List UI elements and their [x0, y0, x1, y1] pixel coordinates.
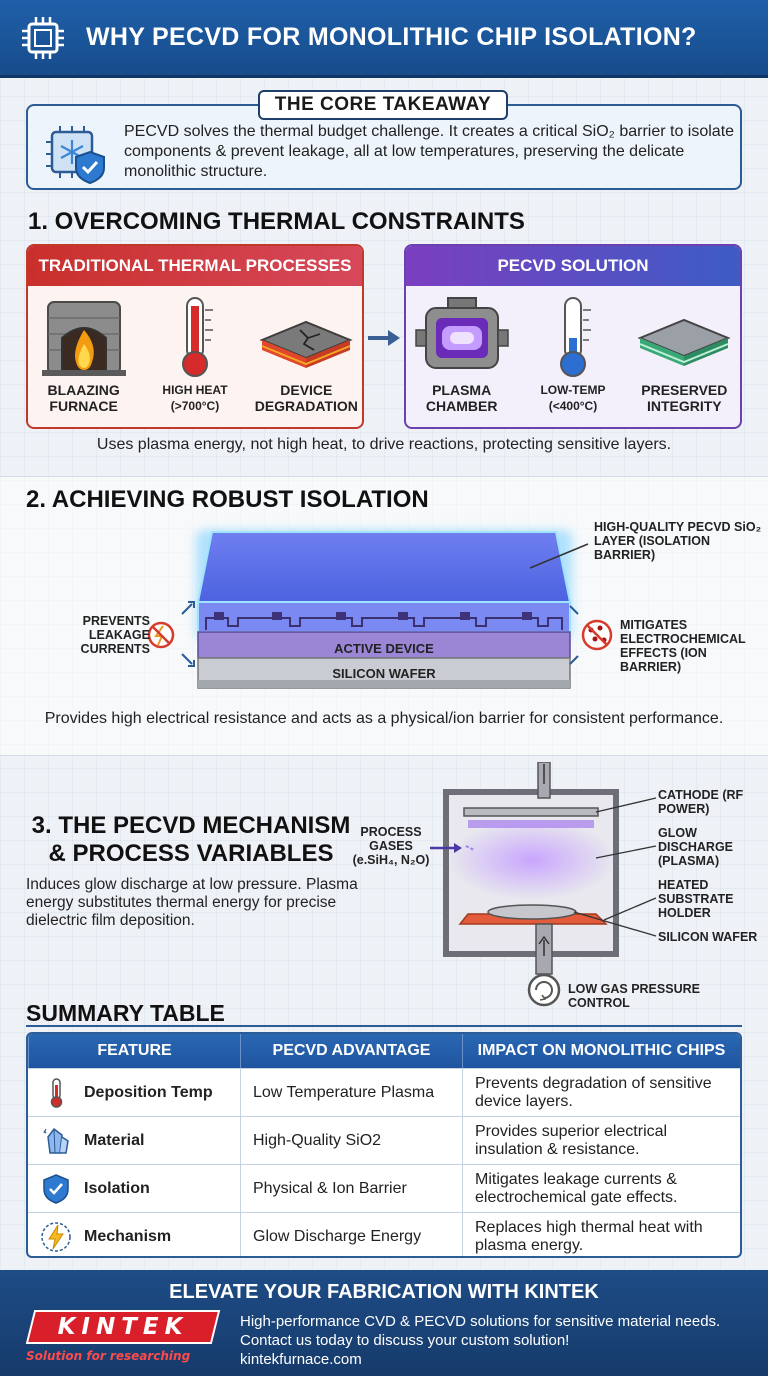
- high-heat-item: HIGH HEAT (>700°C): [142, 294, 248, 414]
- footer-text: High-performance CVD & PECVD solutions f…: [240, 1312, 760, 1369]
- kintek-logo[interactable]: KINTEK Solution for researching: [25, 1310, 221, 1366]
- cracked-layer-icon: [259, 320, 353, 368]
- ion-barrier-label: MITIGATES ELECTROCHEMICAL EFFECTS (ION B…: [620, 618, 746, 674]
- silicon-wafer-label: SILICON WAFER: [332, 666, 436, 681]
- impact-cell: Replaces high thermal heat with plasma e…: [462, 1213, 740, 1256]
- header-impact: IMPACT ON MONOLITHIC CHIPS: [462, 1034, 740, 1068]
- integrity-label: PRESERVED INTEGRITY: [641, 382, 728, 414]
- degradation-item: DEVICE DEGRADATION: [253, 294, 359, 414]
- summary-title: SUMMARY TABLE: [26, 1000, 225, 1026]
- pecvd-panel-header: PECVD SOLUTION: [406, 246, 740, 286]
- logo-text: KINTEK: [57, 1314, 189, 1340]
- traditional-panel: TRADITIONAL THERMAL PROCESSES BLAAZING F…: [26, 244, 364, 429]
- sio2-layer-label: HIGH-QUALITY PECVD SiO₂ LAYER (ISOLATION…: [594, 520, 762, 562]
- glow-discharge-label: GLOW DISCHARGE (PLASMA): [658, 826, 734, 868]
- furnace-label: BLAAZING FURNACE: [47, 382, 120, 414]
- substrate-holder-label: HEATED SUBSTRATE HOLDER: [658, 878, 734, 920]
- table-row: Mechanism Glow Discharge Energy Replaces…: [28, 1212, 740, 1256]
- right-arrow-icon: [368, 330, 400, 346]
- impact-cell: Mitigates leakage currents & electrochem…: [462, 1165, 740, 1212]
- plasma-chamber-label: PLASMA CHAMBER: [425, 382, 498, 414]
- footer-line-1: High-performance CVD & PECVD solutions f…: [240, 1313, 721, 1330]
- impact-cell: Provides superior electrical insulation …: [462, 1117, 740, 1164]
- shield-icon: [43, 1173, 69, 1204]
- table-header-row: FEATURE PECVD ADVANTAGE IMPACT ON MONOLI…: [28, 1034, 740, 1068]
- low-temp-item: LOW-TEMP (<400°C): [520, 294, 626, 414]
- silicon-wafer-label-2: SILICON WAFER: [658, 930, 758, 944]
- impact-cell: Prevents degradation of sensitive device…: [462, 1069, 740, 1116]
- chip-icon: [22, 16, 64, 59]
- degradation-label: DEVICE DEGRADATION: [254, 382, 358, 414]
- active-device-label: ACTIVE DEVICE: [334, 641, 434, 656]
- logo-tagline: Solution for researching: [26, 1349, 191, 1363]
- furnace-icon: [41, 301, 126, 376]
- summary-table: FEATURE PECVD ADVANTAGE IMPACT ON MONOLI…: [26, 1032, 742, 1258]
- summary-divider: [26, 1025, 742, 1027]
- section3-text: Induces glow discharge at low pressure. …: [26, 876, 358, 929]
- advantage-cell: High-Quality SiO2: [240, 1117, 462, 1164]
- thermometer-cold-icon: [559, 297, 591, 377]
- chip-shield-icon: [46, 126, 105, 184]
- pecvd-chamber-diagram: [430, 762, 657, 1007]
- advantage-cell: Low Temperature Plasma: [240, 1069, 462, 1116]
- feature-cell: Isolation: [84, 1179, 150, 1197]
- feature-cell: Material: [84, 1131, 145, 1149]
- table-row: Material High-Quality SiO2 Provides supe…: [28, 1116, 740, 1164]
- advantage-cell: Physical & Ion Barrier: [240, 1165, 462, 1212]
- thermometer-hot-icon: [181, 297, 213, 377]
- crystal-icon: [43, 1127, 69, 1154]
- thermometer-icon: [50, 1077, 63, 1108]
- cathode-label: CATHODE (RF POWER): [658, 788, 744, 816]
- section2-caption: Provides high electrical resistance and …: [44, 710, 724, 727]
- plasma-chamber-item: PLASMA CHAMBER: [409, 294, 515, 414]
- low-temp-label: LOW-TEMP (<400°C): [540, 383, 606, 413]
- header-advantage: PECVD ADVANTAGE: [240, 1034, 462, 1068]
- footer-line-2: Contact us today to discuss your custom …: [240, 1332, 570, 1349]
- isolation-layer-diagram: [147, 530, 613, 689]
- footer-title: ELEVATE YOUR FABRICATION WITH KINTEK: [169, 1281, 599, 1303]
- section1-caption: Uses plasma energy, not high heat, to dr…: [96, 436, 672, 453]
- section2-title: 2. ACHIEVING ROBUST ISOLATION: [26, 486, 429, 513]
- advantage-cell: Glow Discharge Energy: [240, 1213, 462, 1256]
- traditional-panel-header: TRADITIONAL THERMAL PROCESSES: [28, 246, 362, 286]
- takeaway-text: PECVD solves the thermal budget challeng…: [124, 123, 735, 180]
- footer-link[interactable]: kintekfurnace.com: [240, 1351, 362, 1368]
- integrity-item: PRESERVED INTEGRITY: [631, 294, 737, 414]
- lightning-icon: [41, 1221, 71, 1252]
- section1-title: 1. OVERCOMING THERMAL CONSTRAINTS: [28, 208, 525, 235]
- gas-pressure-label: LOW GAS PRESSURE CONTROL: [568, 982, 700, 1010]
- header-feature: FEATURE: [28, 1034, 240, 1068]
- section3-title: 3. THE PECVD MECHANISM & PROCESS VARIABL…: [31, 812, 351, 867]
- high-heat-label: HIGH HEAT (>700°C): [162, 383, 228, 413]
- process-gases-label: PROCESS GASES (e.SiH₄, N₂O): [352, 825, 430, 867]
- page-title: WHY PECVD FOR MONOLITHIC CHIP ISOLATION?: [86, 23, 697, 51]
- leakage-label: PREVENTS LEAKAGE CURRENTS: [80, 614, 150, 656]
- feature-cell: Deposition Temp: [84, 1083, 213, 1101]
- page-header: WHY PECVD FOR MONOLITHIC CHIP ISOLATION?: [0, 0, 768, 78]
- table-row: Deposition Temp Low Temperature Plasma P…: [28, 1068, 740, 1116]
- table-row: Isolation Physical & Ion Barrier Mitigat…: [28, 1164, 740, 1212]
- pecvd-panel: PECVD SOLUTION PLASMA CHAMBER LOW-TEMP (…: [404, 244, 742, 429]
- furnace-item: BLAAZING FURNACE: [31, 294, 137, 414]
- plasma-chamber-icon: [414, 297, 509, 369]
- feature-cell: Mechanism: [84, 1227, 172, 1245]
- intact-layer-icon: [637, 318, 731, 366]
- takeaway-title: THE CORE TAKEAWAY: [258, 90, 508, 120]
